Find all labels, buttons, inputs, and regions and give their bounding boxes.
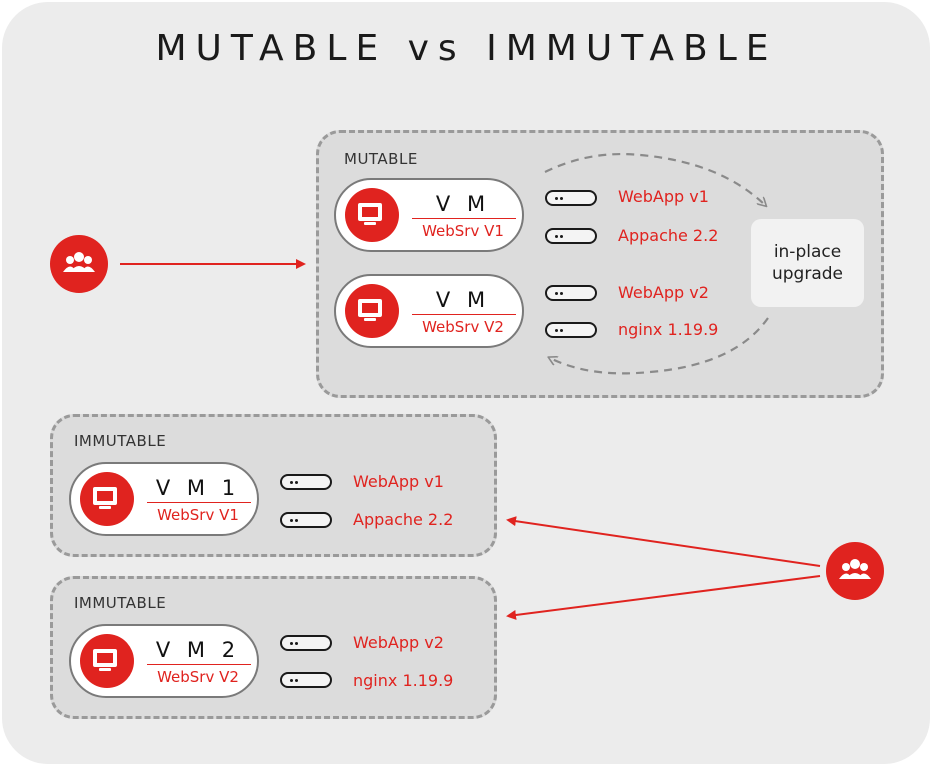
component-label: WebApp v1: [618, 187, 709, 206]
server-icon: [280, 635, 332, 651]
vm-name: V M: [435, 288, 491, 312]
component-label: WebApp v2: [353, 633, 444, 652]
vm-disc: [80, 634, 134, 688]
component-label: nginx 1.19.9: [353, 671, 454, 690]
component-label: WebApp v2: [618, 283, 709, 302]
vm-name: V M: [435, 192, 491, 216]
vm-subtitle: WebSrv V2: [422, 318, 504, 336]
in-place-upgrade-label: in-place upgrade: [771, 242, 843, 284]
immutable-vm-2: V M 2 WebSrv V2: [69, 624, 259, 698]
server-icon: [545, 322, 597, 338]
users-disc-right: [826, 542, 884, 600]
vm-divider: [412, 218, 516, 219]
diagram-title: MUTABLE vs IMMUTABLE: [155, 28, 778, 69]
server-icon: [280, 512, 332, 528]
immutable-vm-1: V M 1 WebSrv V1: [69, 462, 259, 536]
mutable-label: MUTABLE: [344, 150, 418, 168]
vm-divider: [147, 502, 251, 503]
component-label: Appache 2.2: [618, 226, 719, 245]
server-icon: [280, 672, 332, 688]
server-icon: [545, 285, 597, 301]
immutable-label: IMMUTABLE: [74, 594, 167, 612]
vm-subtitle: WebSrv V2: [157, 668, 239, 686]
mutable-vm-1: V M WebSrv V1: [334, 178, 524, 252]
mutable-vm-2: V M WebSrv V2: [334, 274, 524, 348]
vm-disc: [80, 472, 134, 526]
in-place-upgrade-box: in-place upgrade: [751, 219, 864, 307]
server-icon: [280, 474, 332, 490]
vm-divider: [412, 314, 516, 315]
immutable-label: IMMUTABLE: [74, 432, 167, 450]
vm-name: V M 2: [155, 638, 241, 662]
vm-disc: [345, 284, 399, 338]
server-icon: [545, 228, 597, 244]
vm-subtitle: WebSrv V1: [422, 222, 504, 240]
vm-subtitle: WebSrv V1: [157, 506, 239, 524]
vm-disc: [345, 188, 399, 242]
users-disc-left: [50, 235, 108, 293]
component-label: nginx 1.19.9: [618, 320, 719, 339]
vm-name: V M 1: [155, 476, 241, 500]
vm-divider: [147, 664, 251, 665]
server-icon: [545, 190, 597, 206]
component-label: Appache 2.2: [353, 510, 454, 529]
component-label: WebApp v1: [353, 472, 444, 491]
